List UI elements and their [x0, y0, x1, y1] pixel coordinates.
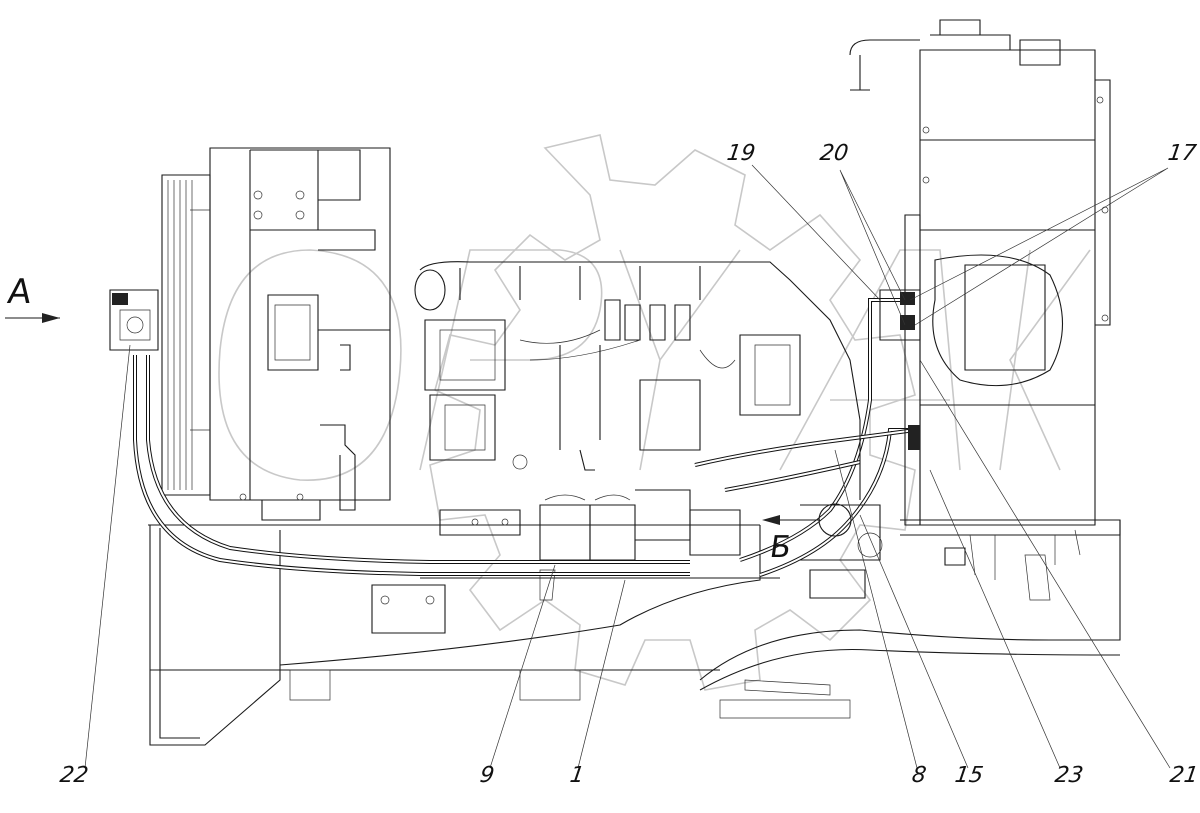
- view-arrows: [5, 313, 820, 525]
- callout-17: 17: [1166, 141, 1198, 166]
- view-label-a: А: [5, 272, 35, 312]
- watermark-logo: [218, 134, 1091, 691]
- leader-lines: [84, 164, 1171, 769]
- view-label-b: Б: [767, 530, 794, 565]
- callout-19: 19: [725, 141, 757, 166]
- callout-21: 21: [1168, 763, 1200, 788]
- callout-20: 20: [818, 141, 850, 166]
- engine-block: [371, 261, 883, 634]
- radiator-assembly: [161, 147, 391, 521]
- callout-22: 22: [58, 763, 90, 788]
- callout-15: 15: [953, 763, 985, 788]
- chassis-frame: [148, 519, 1121, 746]
- pump-22: [109, 289, 159, 351]
- callout-23: 23: [1053, 763, 1085, 788]
- tank-assembly: [849, 19, 1111, 566]
- hose-lines: [133, 298, 916, 579]
